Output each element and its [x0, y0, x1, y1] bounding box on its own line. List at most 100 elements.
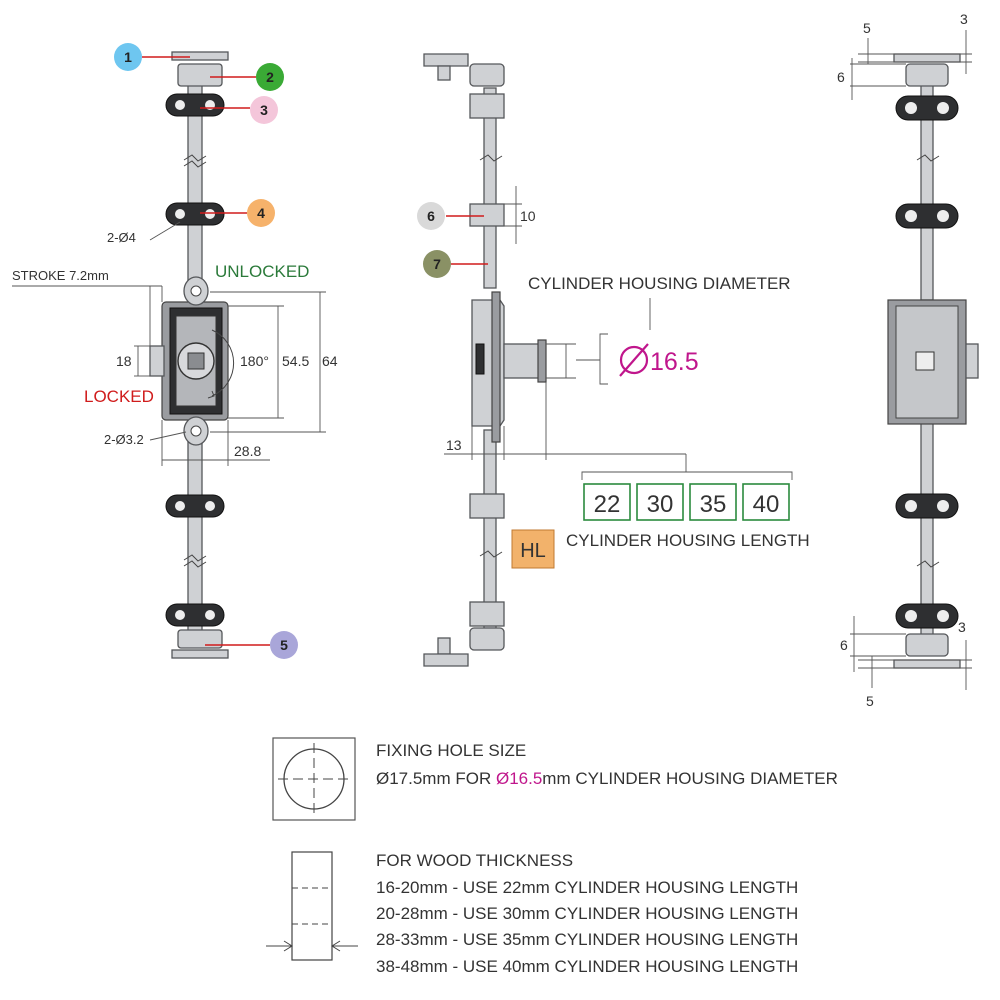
rear-bottom-roller [905, 633, 949, 657]
rear-side-bolt [965, 343, 979, 379]
front-rod-break-top2 [183, 160, 207, 168]
diameter-value: 16.5 [650, 348, 699, 376]
length-22: 22 [594, 491, 621, 518]
rear-guide-top-hole-r [937, 102, 949, 114]
side-bottom-roller [469, 627, 505, 651]
wood-row-4: 38-48mm - USE 40mm CYLINDER HOUSING LENG… [376, 957, 798, 976]
front-lug-top-hole [190, 285, 202, 297]
callout-6-badge [417, 202, 445, 230]
wood-icon-arrow-left [266, 940, 293, 952]
label-unlocked: UNLOCKED [215, 262, 309, 281]
rear-top-roller [905, 63, 949, 87]
rear-guide-top-hole-l [905, 102, 917, 114]
housing-diameter-bracket [599, 333, 608, 385]
rear-guide-lower [895, 493, 959, 519]
front-rod-break-top [183, 154, 207, 162]
side-cylinder-housing [503, 343, 541, 379]
callout-5-label: 5 [280, 637, 288, 653]
rear-dim-6-top: 6 [837, 69, 845, 85]
rear-guide-mid-hole-l [905, 210, 917, 222]
side-view: 6 7 10 CYLINDER HOUSING DIAMETER 16.5 13… [417, 53, 810, 667]
callout-7-label: 7 [433, 256, 441, 272]
front-cylinder-keyway [187, 352, 205, 370]
fixing-hole-line: Ø17.5mm FOR Ø16.5mm CYLINDER HOUSING DIA… [376, 769, 838, 788]
wood-title: FOR WOOD THICKNESS [376, 851, 573, 870]
side-bottom-tab [437, 637, 451, 655]
rear-guide-mid-hole-r [937, 210, 949, 222]
dim-13: 13 [446, 437, 462, 453]
hl-badge [511, 529, 555, 569]
dim-10: 10 [520, 208, 536, 224]
rear-bottom-plate [893, 659, 961, 669]
front-guide-bottom [165, 603, 225, 627]
callout-3-badge [250, 96, 278, 124]
length-35: 35 [700, 491, 727, 518]
front-view: 1 2 3 4 5 2-Ø4 STROKE 7.2mm UNLOCKED LOC… [12, 43, 338, 659]
rear-dim-3-bottom: 3 [958, 619, 966, 635]
side-bottom-bracket [423, 653, 469, 667]
length-40: 40 [753, 491, 780, 518]
side-guide-lower [469, 493, 505, 519]
wood-icon-arrow-right [331, 940, 358, 952]
side-top-bracket [423, 53, 469, 67]
side-lock-plate [491, 291, 501, 443]
wood-row-1: 16-20mm - USE 22mm CYLINDER HOUSING LENG… [376, 878, 798, 897]
rear-guide-bottom [895, 603, 959, 629]
front-guide-lower-hole-l [175, 501, 185, 511]
front-guide-bottom-hole-l [175, 610, 185, 620]
front-guide-mid [165, 202, 225, 226]
rear-dim-3-top: 3 [960, 11, 968, 27]
diameter-symbol-circle [619, 345, 649, 375]
front-rod-break-bottom [183, 554, 207, 562]
side-rod-top [483, 87, 497, 289]
rear-rod-break-top [916, 154, 940, 162]
rear-guide-lower-hole-r [937, 500, 949, 512]
callout-3-label: 3 [260, 102, 268, 118]
dim-54-5: 54.5 [282, 353, 309, 369]
housing-diameter-label: CYLINDER HOUSING DIAMETER [528, 274, 791, 293]
front-guide-lower-hole-r [205, 501, 215, 511]
length-30: 30 [647, 491, 674, 518]
rear-guide-bottom-hole-l [905, 610, 917, 622]
dim-hole-top: 2-Ø4 [107, 230, 136, 245]
front-guide-bottom-hole-r [205, 610, 215, 620]
front-guide-top [165, 93, 225, 117]
fixing-hole-line-suffix: mm CYLINDER HOUSING DIAMETER [542, 769, 838, 788]
dim-64: 64 [322, 353, 338, 369]
label-locked: LOCKED [84, 387, 154, 406]
fixing-hole-note: FIXING HOLE SIZE Ø17.5mm FOR Ø16.5mm CYL… [272, 737, 838, 821]
rear-guide-mid [895, 203, 959, 229]
rear-dim-5-bottom: 5 [866, 693, 874, 709]
wood-icon-block [291, 851, 333, 961]
rear-dim-5-top: 5 [863, 20, 871, 36]
dim-hole-bottom: 2-Ø3.2 [104, 432, 144, 447]
rear-guide-lower-hole-l [905, 500, 917, 512]
fixing-hole-line-highlight: Ø16.5 [496, 769, 542, 788]
callout-6-label: 6 [427, 208, 435, 224]
housing-length-label: CYLINDER HOUSING LENGTH [566, 531, 810, 550]
rear-dim-6-bottom: 6 [840, 637, 848, 653]
callout-5-badge [270, 631, 298, 659]
front-bottom-plate [171, 649, 229, 659]
front-guide-top-hole-l [175, 100, 185, 110]
rear-rod-break-bottom [916, 560, 940, 568]
front-rotation-arc [211, 329, 235, 397]
callout-4-badge [247, 199, 275, 227]
side-top-guide [469, 93, 505, 119]
side-rod-break-bottom [479, 550, 503, 558]
length-box-30 [636, 483, 684, 521]
side-cylinder-face [537, 339, 547, 383]
rear-lock-keyhole [915, 351, 935, 371]
front-rod-break-bottom2 [183, 560, 207, 568]
side-guide-6 [469, 203, 505, 227]
wood-row-3: 28-33mm - USE 35mm CYLINDER HOUSING LENG… [376, 930, 798, 949]
callout-4-label: 4 [257, 205, 265, 221]
side-rod-bottom [483, 429, 497, 631]
dim-stroke: STROKE 7.2mm [12, 268, 109, 283]
length-box-22 [583, 483, 631, 521]
dim-28-8: 28.8 [234, 443, 261, 459]
diameter-symbol-slash [619, 343, 649, 377]
callout-7-badge [423, 250, 451, 278]
front-guide-mid-hole-r [205, 209, 215, 219]
